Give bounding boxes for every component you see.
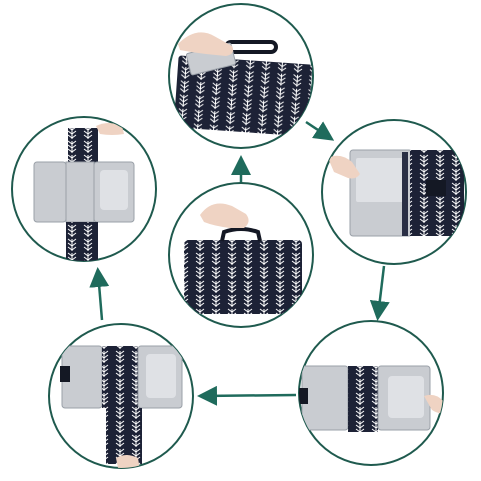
center-patterned-panel — [348, 366, 378, 432]
step-left-fully-unfolded — [11, 116, 157, 262]
step-right-opened-panel — [321, 119, 467, 265]
strap-tab — [299, 388, 308, 404]
center-liner-panel — [65, 161, 95, 223]
arrow-bottom-right-to-bottom-left — [197, 385, 297, 406]
zip-strip — [402, 152, 408, 236]
arrow-right-to-bottom-right — [369, 265, 390, 321]
pad — [146, 354, 176, 398]
pocket — [356, 158, 404, 202]
pad — [100, 170, 128, 210]
left-liner-panel — [301, 365, 349, 431]
top-flap — [68, 128, 98, 164]
left-liner-panel — [33, 161, 67, 223]
hand-icon — [96, 123, 124, 135]
bag-body — [184, 240, 302, 314]
step-top-opening — [168, 3, 314, 149]
arrow-top-to-right — [305, 120, 335, 141]
lower-flap — [106, 408, 142, 464]
strap-tab — [60, 366, 70, 382]
strap-tab — [426, 180, 446, 196]
step-bottom-left-flap-down — [48, 323, 194, 469]
pad — [388, 376, 424, 418]
hand-icon — [116, 455, 140, 468]
arrow-bottom-left-to-left — [89, 267, 110, 321]
bag-handle — [220, 227, 262, 242]
step-bottom-right-unfolded — [298, 320, 444, 466]
center-patterned-panel — [102, 346, 138, 408]
flow-arrows — [89, 120, 390, 406]
hand-icon — [424, 394, 443, 414]
hand-icon — [328, 155, 360, 179]
hand-icon — [200, 203, 249, 228]
step-center-folded-bag — [168, 182, 314, 328]
bottom-flap — [66, 222, 98, 261]
hand-icon — [178, 32, 234, 56]
bag-body — [173, 55, 313, 137]
